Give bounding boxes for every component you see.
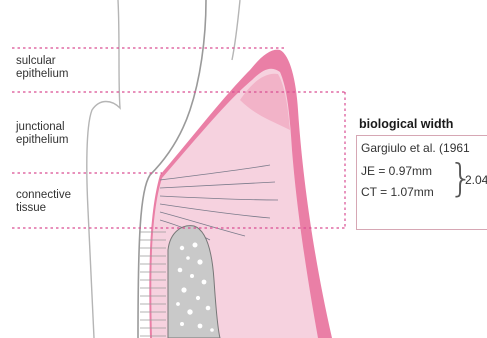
label-sulcular-epithelium: sulcular epithelium — [16, 55, 68, 81]
label-connective-tissue: connective tissue — [16, 189, 71, 215]
biological-width-citation: Gargiulo et al. (1961 — [361, 141, 470, 155]
label-junctional-epithelium: junctional epithelium — [16, 121, 68, 147]
je-measurement: JE = 0.97mm — [361, 164, 432, 178]
tooth-outline — [87, 0, 120, 338]
sulcular-line-2: epithelium — [16, 68, 68, 81]
sulcular-line-1: sulcular — [16, 55, 68, 68]
ct-measurement: CT = 1.07mm — [361, 185, 434, 199]
enamel-line — [232, 0, 240, 60]
junctional-line-1: junctional — [16, 121, 68, 134]
biological-width-title: biological width — [359, 117, 453, 131]
connective-line-1: connective — [16, 189, 71, 202]
biological-width-total: 2.04 — [465, 173, 487, 187]
junctional-line-2: epithelium — [16, 134, 68, 147]
connective-line-2: tissue — [16, 202, 71, 215]
